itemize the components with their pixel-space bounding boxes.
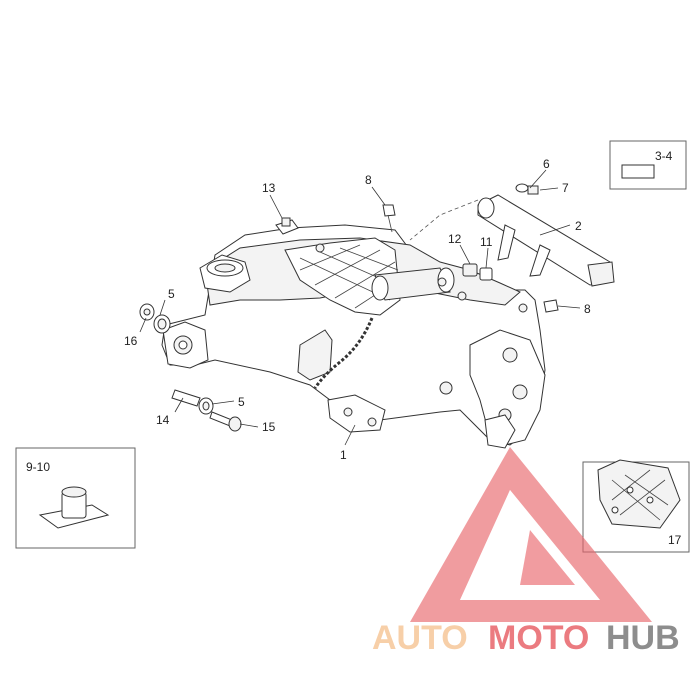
callout-16: 16 bbox=[124, 334, 138, 348]
callout-6: 6 bbox=[543, 157, 550, 171]
inset-3-4: 3-4 bbox=[609, 140, 687, 190]
watermark-moto: MOTO bbox=[488, 619, 589, 657]
watermark-hub: HUB bbox=[606, 619, 680, 657]
callout-13: 13 bbox=[262, 181, 276, 195]
callout-14: 14 bbox=[156, 413, 170, 427]
callout-15: 15 bbox=[262, 420, 276, 434]
callout-8-upper: 8 bbox=[365, 173, 372, 187]
callout-17: 17 bbox=[668, 533, 682, 547]
callout-5-upper: 5 bbox=[168, 287, 175, 301]
callout-9-10: 9-10 bbox=[26, 460, 50, 474]
callout-11: 11 bbox=[480, 235, 493, 249]
callout-3-4: 3-4 bbox=[655, 149, 673, 163]
pin-14-bolt-15 bbox=[171, 389, 242, 432]
watermark-auto: AUTO bbox=[372, 619, 468, 657]
inset-9-10: 9-10 bbox=[15, 447, 136, 549]
callout-12: 12 bbox=[448, 232, 462, 246]
rear-bracket bbox=[409, 194, 615, 287]
bolt-8-upper bbox=[382, 204, 396, 233]
frame-assembly bbox=[161, 224, 546, 449]
screw-6-7 bbox=[515, 183, 539, 195]
bolt-8-right bbox=[543, 299, 559, 313]
watermark-logo: AUTO MOTO HUB bbox=[372, 447, 680, 657]
callout-2: 2 bbox=[575, 219, 582, 233]
inset-17: 17 bbox=[582, 459, 690, 553]
nut-16-washer-5 bbox=[139, 303, 171, 334]
callout-8-right: 8 bbox=[584, 302, 591, 316]
clip-13 bbox=[275, 217, 299, 235]
callout-5-lower: 5 bbox=[238, 395, 245, 409]
leader-lines bbox=[139, 169, 581, 446]
callout-labels: 13 8 6 7 2 12 11 8 5 16 14 5 15 1 bbox=[124, 157, 591, 462]
callout-1: 1 bbox=[340, 448, 347, 462]
callout-7: 7 bbox=[562, 181, 569, 195]
watermark-triangle bbox=[410, 447, 652, 622]
